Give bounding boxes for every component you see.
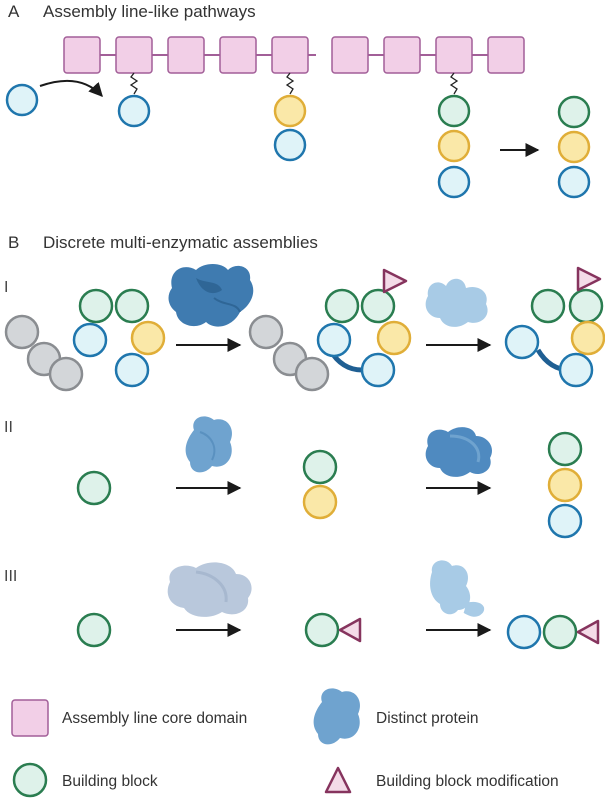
assembly-line-left [63, 36, 316, 74]
legend-distinct-protein-label: Distinct protein [376, 710, 479, 727]
arrow-icon [39, 79, 103, 98]
section-b-letter: B [8, 233, 19, 252]
distinct-protein-blob-icon [185, 416, 233, 473]
building-block-circle-icon [437, 94, 471, 128]
distinct-protein-blob-icon [168, 264, 254, 327]
distinct-protein-blob-icon [430, 560, 485, 617]
row-i-label: I [4, 279, 8, 296]
modification-triangle-icon [576, 619, 600, 645]
building-block-circle-icon [437, 165, 471, 199]
distinct-protein-blob-icon [313, 688, 361, 745]
building-block-circle-icon [273, 94, 307, 128]
building-block-circle-icon [117, 94, 151, 128]
row-ii-label: II [4, 419, 13, 436]
distinct-protein-blob-icon [167, 562, 252, 617]
core-domain-box-icon [63, 36, 101, 74]
core-domain-box-icon [435, 36, 473, 74]
section-a-title: Assembly line-like pathways [43, 2, 256, 21]
building-block-circle-icon [5, 83, 39, 117]
building-block-circle-icon [302, 449, 338, 485]
building-block-circle-icon [76, 612, 112, 648]
core-domain-box-icon [331, 36, 369, 74]
building-block-circle-icon [547, 503, 583, 539]
distinct-protein-blob-icon [425, 427, 493, 477]
core-domain-box-icon [167, 36, 205, 74]
modification-triangle-icon [382, 268, 408, 294]
row-i-end [504, 266, 605, 388]
building-block-circle-icon [12, 762, 48, 798]
assembly-line-right [331, 36, 525, 74]
modification-triangle-icon [338, 617, 362, 643]
distinct-protein-blob-icon [425, 278, 488, 327]
building-block-circle-icon [76, 470, 112, 506]
building-block-circle-icon [547, 467, 583, 503]
core-domain-box-icon [11, 699, 49, 737]
core-domain-box-icon [487, 36, 525, 74]
building-block-circle-icon [273, 128, 307, 162]
section-b-title: Discrete multi-enzymatic assemblies [43, 233, 318, 252]
legend-core-domain-label: Assembly line core domain [62, 710, 247, 727]
building-block-circle-icon [557, 165, 591, 199]
core-domain-box-icon [115, 36, 153, 74]
core-domain-box-icon [383, 36, 421, 74]
building-block-circle-icon [302, 484, 338, 520]
legend-building-block-label: Building block [62, 773, 158, 790]
building-block-circle-icon [542, 614, 578, 650]
modification-triangle-icon [576, 266, 602, 292]
row-iii-label: III [4, 568, 17, 585]
core-domain-box-icon [219, 36, 257, 74]
modification-triangle-icon [324, 766, 352, 794]
building-block-circle-icon [557, 95, 591, 129]
legend-modification-label: Building block modification [376, 773, 559, 790]
core-domain-box-icon [271, 36, 309, 74]
building-block-circle-icon [304, 612, 340, 648]
building-block-circle-icon [547, 431, 583, 467]
legend: Assembly line core domain Distinct prote… [11, 688, 559, 798]
section-a-letter: A [8, 2, 20, 21]
building-block-circle-icon [557, 130, 591, 164]
building-block-circle-icon [437, 129, 471, 163]
building-block-circle-icon [506, 614, 542, 650]
row-i-start [4, 288, 166, 392]
row-i-middle [248, 268, 412, 392]
